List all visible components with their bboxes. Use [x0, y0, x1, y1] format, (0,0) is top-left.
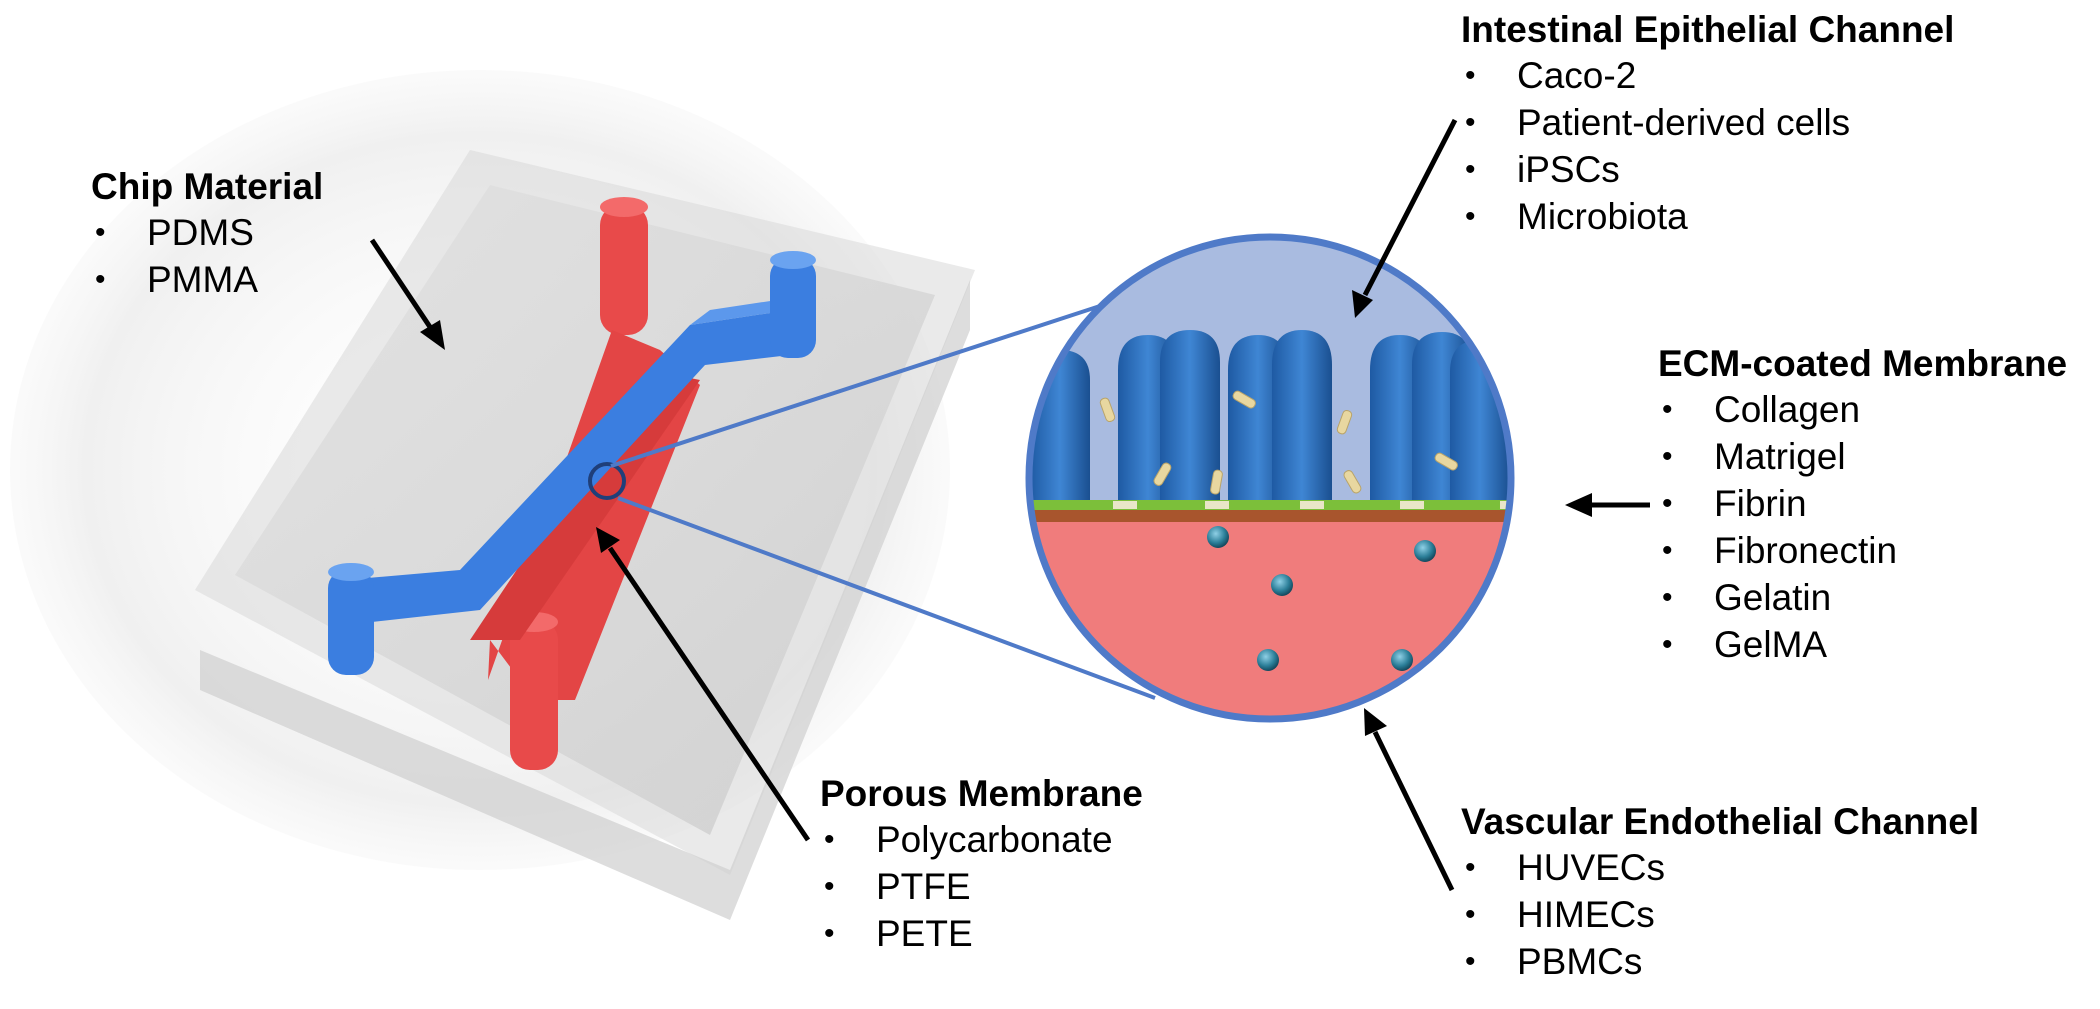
arrow-vascular-channel [1364, 708, 1455, 892]
porous-membrane-label: Porous Membrane Polycarbonate PTFE PETE [820, 772, 1143, 957]
arrow-ecm-membrane [1565, 493, 1650, 517]
vascular-channel-list: HUVECs HIMECs PBMCs [1461, 844, 1979, 985]
ecm-membrane-list: Collagen Matrigel Fibrin Fibronectin Gel… [1658, 386, 2067, 668]
list-item: Gelatin [1658, 574, 2067, 621]
list-item: Polycarbonate [820, 816, 1143, 863]
list-item: HUVECs [1461, 844, 1979, 891]
zoom-ring [1025, 233, 1515, 723]
list-item: Caco-2 [1461, 52, 1954, 99]
pointer-arrows [369, 118, 1650, 892]
list-item: PBMCs [1461, 938, 1979, 985]
ecm-membrane-title: ECM-coated Membrane [1658, 343, 2068, 384]
list-item: Collagen [1658, 386, 2067, 433]
zoom-line-bottom [617, 496, 1156, 700]
list-item: PMMA [91, 256, 323, 303]
list-item: GelMA [1658, 621, 2067, 668]
list-item: Patient-derived cells [1461, 99, 1954, 146]
arrow-porous-membrane [596, 527, 811, 842]
arrow-chip-material [369, 238, 445, 350]
vascular-channel-label: Vascular Endothelial Channel HUVECs HIME… [1461, 800, 1979, 985]
microbiota [1099, 390, 1458, 495]
ecm-membrane-label: ECM-coated Membrane Collagen Matrigel Fi… [1658, 342, 2067, 668]
porous-membrane-title: Porous Membrane [820, 773, 1143, 814]
zoom-origin-circle [588, 462, 626, 500]
porous-membrane-list: Polycarbonate PTFE PETE [820, 816, 1143, 957]
list-item: PETE [820, 910, 1143, 957]
vascular-channel-title: Vascular Endothelial Channel [1461, 801, 1980, 842]
vascular-cells [1207, 526, 1436, 671]
chip-material-label: Chip Material PDMS PMMA [91, 165, 323, 303]
membrane-pores [1113, 501, 1511, 509]
zoom-cross-section [1025, 233, 1515, 723]
intestinal-channel-list: Caco-2 Patient-derived cells iPSCs Micro… [1461, 52, 1954, 240]
list-item: Fibrin [1658, 480, 2067, 527]
epithelial-villi [1030, 330, 1510, 500]
intestinal-channel-label: Intestinal Epithelial Channel Caco-2 Pat… [1461, 8, 1954, 240]
arrow-intestinal-channel [1352, 118, 1458, 318]
epithelial-channel-chip [328, 251, 816, 675]
chip-material-title: Chip Material [91, 166, 324, 207]
porous-membrane-section [1029, 510, 1511, 522]
ecm-layer [1029, 500, 1511, 510]
list-item: iPSCs [1461, 146, 1954, 193]
list-item: Matrigel [1658, 433, 2067, 480]
zoom-line-top [610, 304, 1101, 468]
list-item: HIMECs [1461, 891, 1979, 938]
intestinal-channel-title: Intestinal Epithelial Channel [1461, 9, 1955, 50]
list-item: PTFE [820, 863, 1143, 910]
list-item: PDMS [91, 209, 323, 256]
list-item: Microbiota [1461, 193, 1954, 240]
list-item: Fibronectin [1658, 527, 2067, 574]
chip-material-list: PDMS PMMA [91, 209, 323, 303]
